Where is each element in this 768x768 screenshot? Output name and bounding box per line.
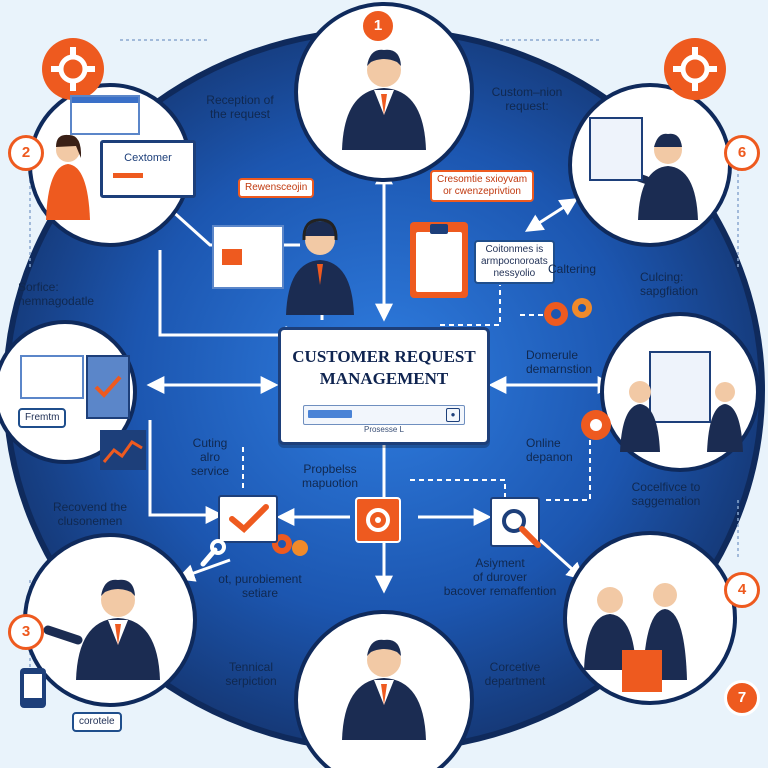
step-badge-2: 2 (8, 135, 44, 171)
step-badge-1: 1 (360, 8, 396, 44)
label-procurement: ot, purobiement setiare (218, 572, 302, 600)
gear-cluster-icon (540, 292, 600, 337)
label-surface: Sorfice: nemnagodatle (18, 280, 95, 308)
label-reception: Reception of the request (206, 93, 274, 121)
magnifier-icon (490, 497, 541, 548)
chart-icon (100, 430, 146, 470)
gear-icon (42, 38, 104, 100)
step-badge-6: 6 (724, 135, 760, 171)
step-badge-7: 7 (724, 680, 760, 716)
corotele-tag: corotele (72, 712, 122, 732)
gear-icon (664, 38, 726, 100)
center-title: CUSTOMER REQUEST MANAGEMENT (281, 346, 487, 390)
browser-window-mock (70, 95, 140, 135)
center-search-caption: Prosesse L (363, 425, 405, 434)
server-icon (86, 355, 130, 419)
process-gear-icon (355, 497, 401, 543)
label-catering: Caltering (548, 262, 597, 276)
customers-info-tag: Coitonmes is armpocnoroats nessyolio (474, 240, 555, 284)
laptop-icon: Cextomer (100, 140, 196, 198)
label-culcing: Culcing: sapgfiation (640, 270, 699, 298)
search-icon[interactable]: ● (446, 408, 460, 422)
label-corrective-dept: Corcetive department (484, 660, 546, 688)
rewards-tag: Rewensceojin (238, 178, 315, 198)
step-badge-4: 4 (724, 572, 760, 608)
label-cutting: Cuting alro service (190, 436, 229, 478)
center-title-line1: CUSTOMER REQUEST (292, 347, 476, 366)
screen-mock (20, 355, 84, 399)
center-title-line2: MANAGEMENT (319, 369, 449, 388)
search-progress-bar (308, 410, 352, 418)
center-search-field[interactable]: ● (303, 405, 465, 425)
label-customization: Custom–nion request: (491, 85, 563, 113)
center-panel: CUSTOMER REQUEST MANAGEMENT ● Prosesse L (278, 327, 490, 445)
phone-icon (20, 668, 46, 708)
label-corrective-to: Cocelfivce to saggemation (631, 480, 701, 508)
step-badge-3: 3 (8, 614, 44, 650)
gear-icon (578, 407, 614, 448)
label-assignment: Asiyment of durover bacover remaffention (443, 556, 557, 598)
label-recovered: Recovend the clusonemen (52, 500, 128, 528)
label-online: Online depanon (526, 436, 573, 464)
laptop-screen-text: Cextomer (124, 152, 172, 164)
customer-survey-tag: Cresomtie sxioyvam or cwenzeprivtion (430, 170, 535, 202)
wrench-icon (197, 538, 227, 573)
checkmark-icon (218, 495, 278, 543)
label-problems: Propbelss mapuotion (301, 462, 359, 490)
form-tag: Fremtm (18, 408, 67, 428)
label-technical: Tennical serpiction (225, 660, 277, 688)
clipboard-icon (410, 222, 468, 298)
presentation-screen (212, 225, 284, 289)
label-domerule: Domerule demarnstion (526, 348, 593, 376)
